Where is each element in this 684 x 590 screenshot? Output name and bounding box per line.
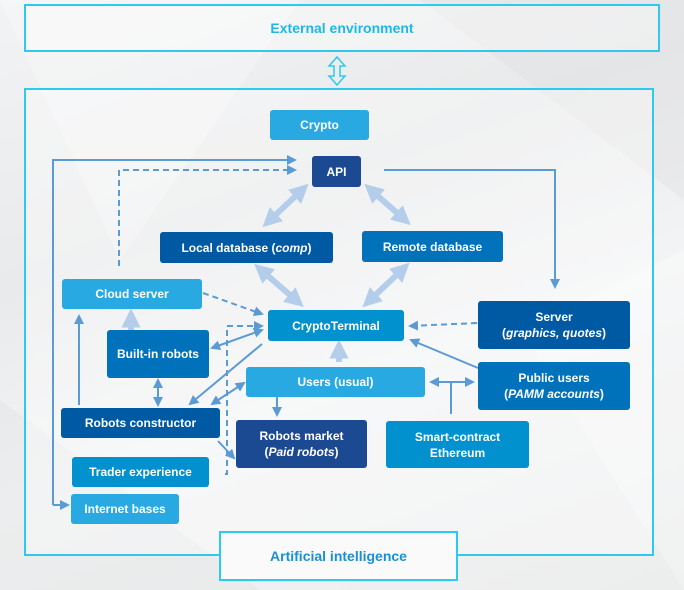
node-users-usual[interactable]: Users (usual) <box>246 367 425 397</box>
public-users-title: Public users <box>518 371 590 385</box>
node-robots-market[interactable]: Robots market (Paid robots) <box>236 420 367 468</box>
edge-public-users-terminal <box>409 338 479 369</box>
edge-api-to-server <box>384 169 560 289</box>
robots-market-subtitle: (Paid robots) <box>264 445 339 459</box>
node-local-database[interactable]: Local database (comp) <box>160 232 333 263</box>
edge-constructor-market <box>217 440 236 460</box>
node-crypto-terminal[interactable]: CryptoTerminal <box>268 310 404 341</box>
edge-api-remote-db <box>364 183 411 226</box>
edge-local-db-terminal <box>254 263 304 308</box>
server-title: Server <box>535 310 573 324</box>
edge-remote-db-terminal <box>362 262 410 308</box>
node-internet-bases[interactable]: Internet bases <box>71 494 179 524</box>
node-smart-contract[interactable]: Smart-contract Ethereum <box>386 421 529 468</box>
edge-robots-terminal <box>210 328 264 350</box>
edge-internet-to-api <box>52 155 297 505</box>
smart-contract-line1: Smart-contract <box>414 429 501 444</box>
edge-cloud-terminal <box>202 292 264 317</box>
node-cloud-server[interactable]: Cloud server <box>62 279 202 309</box>
edge-trader-terminal <box>225 321 264 475</box>
smart-contract-line2: Ethereum <box>429 445 486 460</box>
node-robots-constructor[interactable]: Robots constructor <box>61 408 220 438</box>
edge-server-terminal <box>408 320 478 331</box>
node-api[interactable]: API <box>312 156 361 187</box>
node-remote-database[interactable]: Remote database <box>362 231 503 262</box>
robots-market-title: Robots market <box>259 429 344 443</box>
bidirectional-arrow-icon <box>327 56 347 86</box>
artificial-intelligence-label: Artificial intelligence <box>219 531 458 581</box>
edge-api-local-db <box>262 183 309 228</box>
public-users-subtitle: (PAMM accounts) <box>504 387 604 401</box>
external-environment-frame: External environment <box>24 4 660 52</box>
node-built-in-robots[interactable]: Built-in robots <box>107 330 209 378</box>
server-subtitle: (graphics, quotes) <box>501 326 607 340</box>
node-public-users[interactable]: Public users (PAMM accounts) <box>478 362 630 410</box>
node-crypto[interactable]: Crypto <box>270 110 369 140</box>
node-trader-experience[interactable]: Trader experience <box>72 457 209 487</box>
external-environment-label: External environment <box>270 20 414 36</box>
edge-cloud-to-api <box>118 165 297 266</box>
node-server[interactable]: Server (graphics, quotes) <box>478 301 630 349</box>
local-db-label: Local database (comp) <box>181 240 312 255</box>
